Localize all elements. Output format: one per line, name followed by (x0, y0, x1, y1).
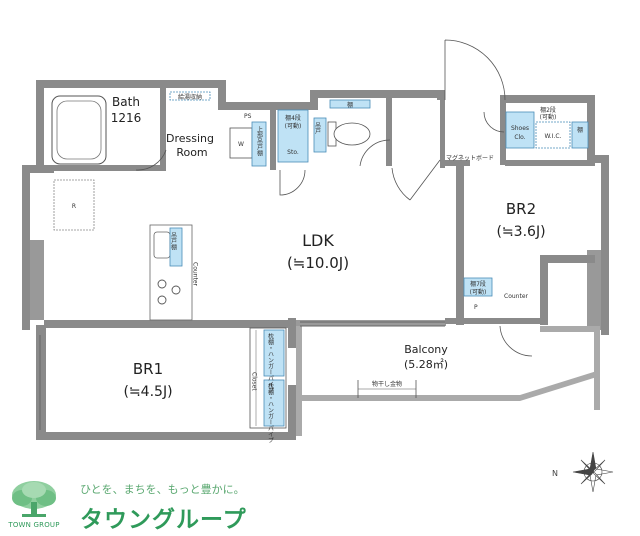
kitchen-counter-label: Counter (192, 262, 199, 287)
tree-logo-icon (12, 481, 56, 517)
balcony-size: (5.28㎡) (404, 358, 448, 371)
sto-label: Sto. (287, 149, 299, 156)
compass-rose-icon: N (552, 451, 614, 493)
shelf7-label-2: (可動) (470, 288, 487, 296)
wic-shelf-label: 棚 (577, 126, 583, 134)
bathtub (51, 95, 107, 165)
wic-shelf-box (571, 121, 589, 149)
shelf7-box (463, 277, 493, 297)
toilet-cupboard (313, 117, 327, 153)
pipe-shelf-box-2 (263, 379, 285, 427)
brand-slogan: ひとを、まちを、もっと豊かに。 (80, 483, 245, 496)
entrance-door (444, 39, 506, 101)
br1-label: BR1 (133, 360, 163, 378)
cupboard-label: 吊戸棚 (170, 232, 177, 251)
hall-door (391, 159, 441, 201)
shelf-movable-label: 棚2段 (540, 106, 556, 114)
bath-size: 1216 (111, 111, 142, 125)
counter-label: Counter (504, 293, 529, 300)
pipe-shelf-label-1: 枕棚・ハンガーパイプ (267, 332, 274, 393)
outer-walls (22, 80, 609, 440)
clothes-rack-label: 物干し金物 (372, 380, 402, 388)
br2-size: (≒3.6J) (496, 224, 545, 240)
balcony-label: Balcony (404, 343, 448, 356)
ps-label: PS (244, 113, 252, 120)
shelf7-label: 棚7段 (470, 280, 486, 288)
wic-box (535, 121, 571, 149)
shoes-closet-label-1: Shoes (511, 125, 529, 132)
movable-label: (可動) (285, 122, 302, 130)
shoes-closet-box (505, 111, 535, 149)
windows (39, 321, 445, 430)
p-label: P (474, 304, 478, 311)
logo-text: TOWN GROUP (8, 521, 60, 529)
shoes-door-swing (483, 111, 505, 133)
toilet (327, 121, 371, 147)
magnet-board-label: マグネットボード (446, 154, 494, 162)
shelf-storage-box (169, 91, 211, 101)
ldk-size: (≒10.0J) (287, 254, 349, 272)
closet-label: Closet (251, 372, 258, 391)
compass-north-label: N (552, 469, 558, 478)
wic-label: W.I.C. (545, 133, 562, 140)
shelf-movable-label-2: (可動) (540, 113, 557, 121)
toilet-cupboard-label: 吊戸 (314, 122, 321, 135)
upper-storage-label: 上部吊戸棚 (256, 125, 263, 157)
ldk-label: LDK (302, 231, 334, 250)
upper-storage-box (251, 121, 267, 167)
br1-size: (≒4.5J) (123, 384, 172, 400)
pipe-shelf-label-2: 枕棚・ハンガーパイプ (267, 382, 274, 443)
shoes-closet-label-2: Clo. (514, 134, 525, 141)
shelf-storage-label: 給湯収納 (178, 93, 202, 101)
toilet-shelf-box (329, 99, 371, 109)
bath-door (135, 149, 167, 171)
sink (153, 231, 171, 259)
br2-door-swing (499, 325, 533, 357)
washer-label: W (238, 141, 244, 148)
cupboard-box (169, 227, 183, 267)
fridge-box (53, 179, 95, 231)
dressing-label-1: Dressing (166, 132, 214, 145)
stove (157, 279, 181, 305)
dressing-label-2: Room (176, 146, 207, 159)
bath-label: Bath (112, 95, 140, 109)
toilet-shelf-top: 棚 (347, 101, 353, 109)
pipe-shelf-box-1 (263, 329, 285, 377)
floor-plan: Bath 1216 給湯収納 Dressing Room PS W 上部吊戸棚 … (22, 39, 609, 443)
fridge-label: R (72, 203, 76, 210)
br2-label: BR2 (506, 200, 536, 218)
toilet-door-swing (359, 139, 391, 167)
shelf4-label: 棚4段 (285, 114, 301, 122)
brand-name: タウングループ (80, 507, 247, 533)
storage-box (277, 109, 309, 163)
ldk-door (279, 169, 306, 196)
